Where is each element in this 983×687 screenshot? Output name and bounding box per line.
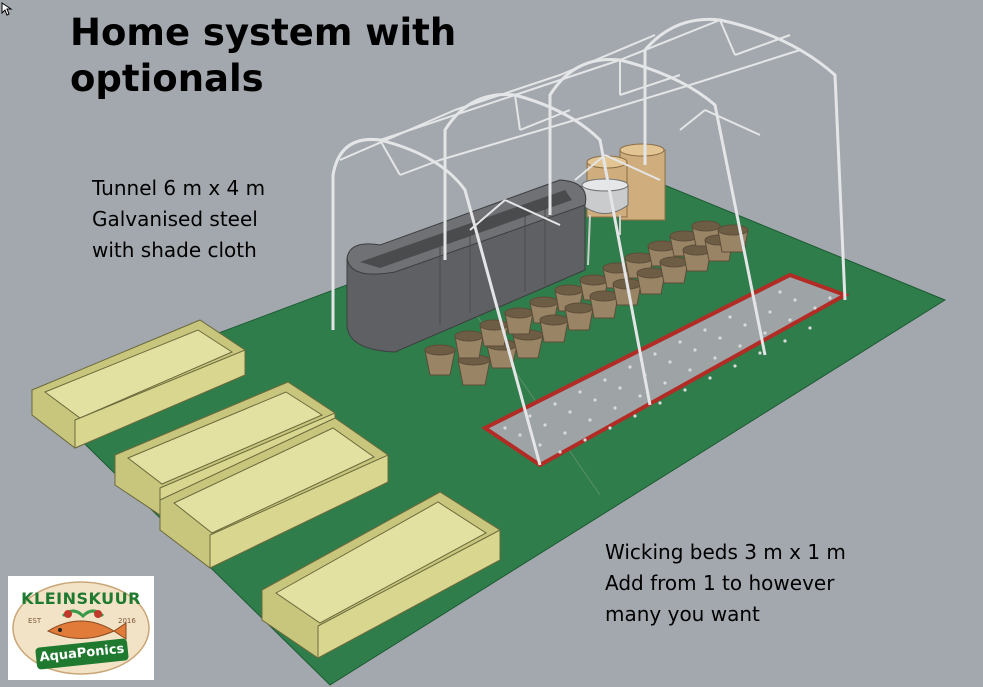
fish-tank: [346, 179, 587, 353]
tunnel-note-line-3: with shade cloth: [92, 238, 257, 262]
logo-year-text: 2016: [118, 617, 136, 625]
wicking-note: Wicking beds 3 m x 1 m Add from 1 to how…: [605, 537, 846, 630]
wicking-bed-3: [159, 417, 389, 569]
page-title: Home system with optionals: [70, 10, 456, 102]
tunnel-note-line-2: Galvanised steel: [92, 207, 258, 231]
title-line-1: Home system with: [70, 11, 457, 54]
logo-top-text: KLEINSKUUR: [21, 589, 141, 608]
wicking-bed-1: [31, 319, 246, 449]
title-line-2: optionals: [70, 57, 264, 100]
cursor-icon: [1, 1, 13, 20]
wicking-bed-4: [261, 491, 501, 659]
wicking-note-line-2: Add from 1 to however: [605, 571, 835, 595]
plant-pots: [424, 220, 749, 386]
tunnel-note-line-1: Tunnel 6 m x 4 m: [92, 176, 266, 200]
kleinskuur-logo: KLEINSKUUR EST 2016 AquaPonics: [8, 576, 154, 680]
tunnel-frame: [331, 17, 847, 466]
tunnel-note: Tunnel 6 m x 4 m Galvanised steel with s…: [92, 173, 265, 266]
wicking-note-line-3: many you want: [605, 602, 760, 626]
wicking-note-line-1: Wicking beds 3 m x 1 m: [605, 540, 846, 564]
logo-est-text: EST: [28, 617, 42, 625]
